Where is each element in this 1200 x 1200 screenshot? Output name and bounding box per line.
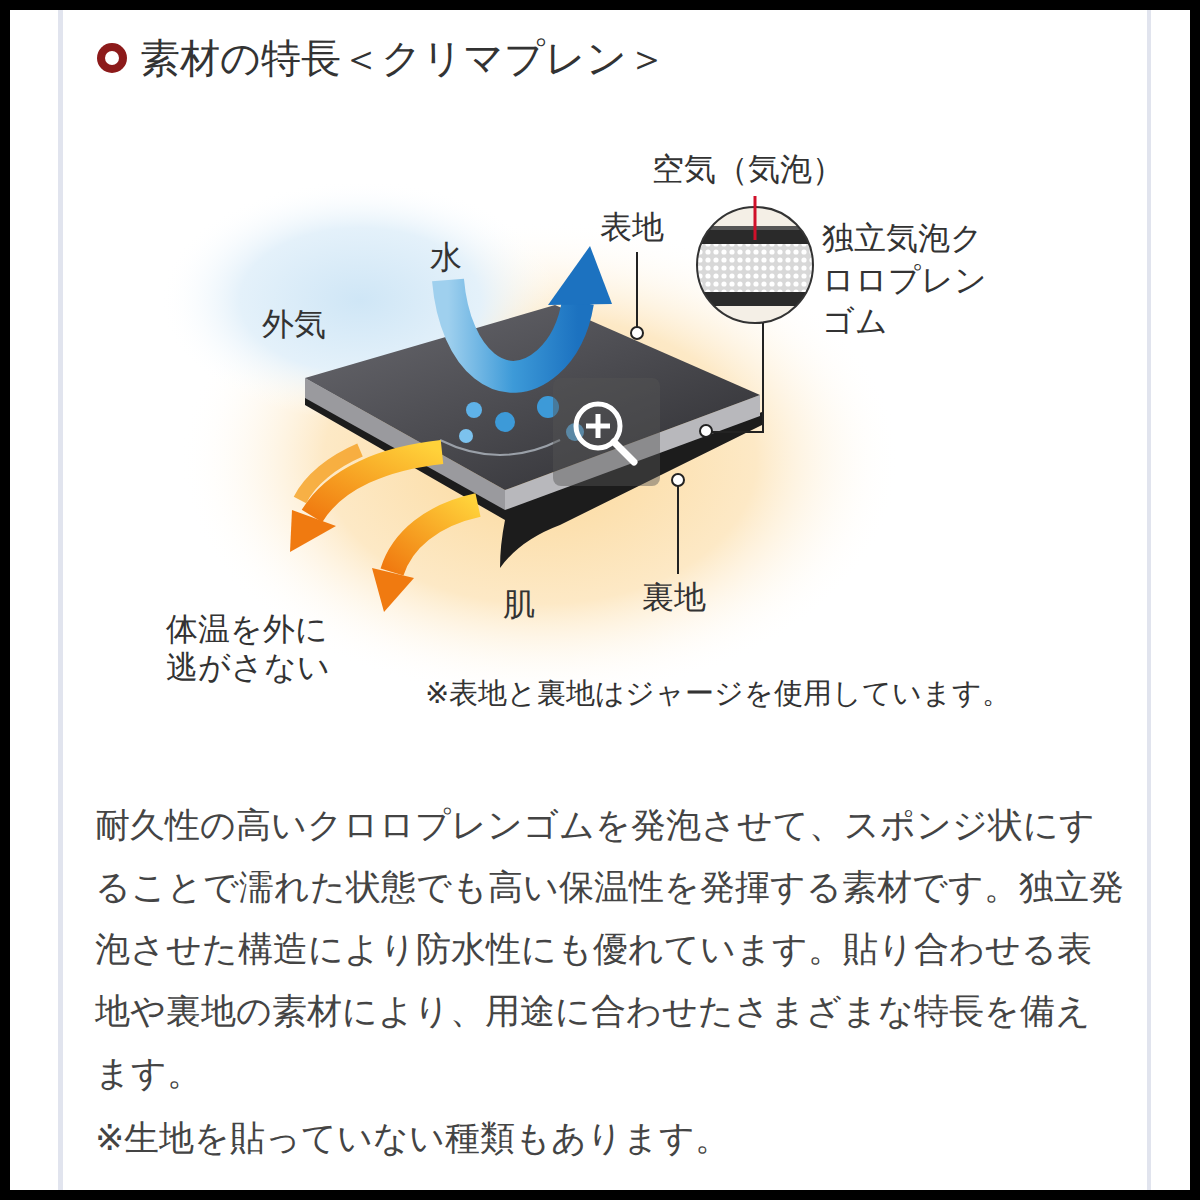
inner-layer-label: 裏地 [642,578,706,616]
rubber-label: 独立気泡クロロプレンゴム [822,218,994,343]
skin-label: 肌 [503,585,535,623]
air-label: 外気 [262,305,326,343]
outer-layer-label: 表地 [600,208,664,246]
section-title: 素材の特長＜クリマプレン＞ [140,32,667,84]
water-label: 水 [430,238,462,276]
warmth-label: 体温を外に逃がさない [166,610,342,687]
description: 耐久性の高いクロロプレンゴムを発泡させて、スポンジ状にすることで濡れた状態でも高… [95,795,1125,1105]
footnote: ※生地を貼っていない種類もあります。 [95,1108,730,1170]
bubble-label: 空気（気泡） [652,150,844,188]
fabric-note: ※表地と裏地はジャージを使用しています。 [425,676,1011,711]
